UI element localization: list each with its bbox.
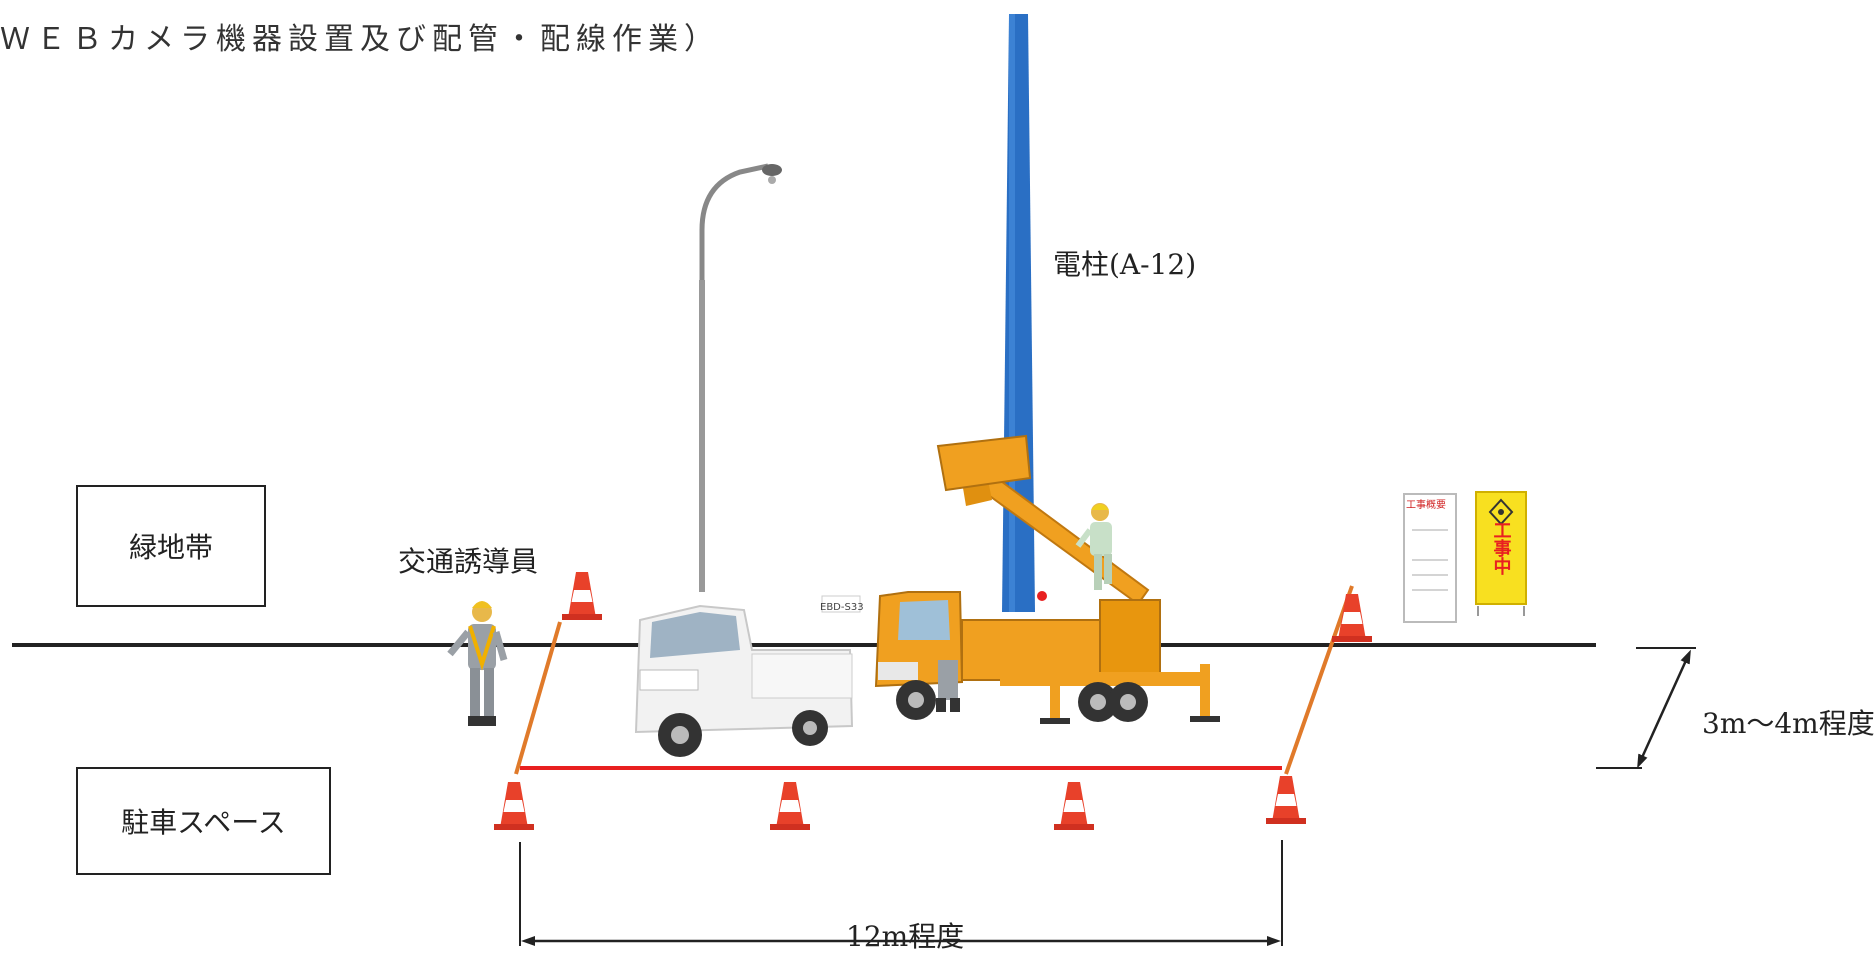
sign-board-title: 工事概要 [1406,498,1446,511]
street-lamp [699,163,782,592]
utility-pole-label: 電柱(A-12) [1053,248,1197,281]
cone-front-3 [1054,782,1094,830]
barrier-right-line [1284,585,1354,775]
traffic-guide-label: 交通誘導員 [398,545,539,578]
worker-on-boom [1075,503,1112,590]
page-title: ＷＥＢカメラ機器設置及び配管・配線作業） [0,22,720,57]
truck-plate-label: EBD-S33 [820,602,864,613]
green-belt-box: 緑地帯 [76,485,266,607]
cone-front-1 [494,782,534,830]
parking-space-box: 駐車スペース [76,767,331,875]
cone-front-4 [1266,776,1306,824]
bucket-truck [874,434,1220,724]
traffic-guide-person [447,601,508,726]
light-truck [634,595,861,757]
width-note-label: 3m～4m程度 [1702,707,1875,740]
worker-near-truck [936,660,960,712]
sign-construction-text: 工事中 [1491,521,1512,576]
under-construction-sign [1475,491,1527,616]
cone-back-left [562,572,602,620]
parking-space-label: 駐車スペース [121,806,286,839]
barrier-left-line [514,621,562,775]
cone-back-right [1332,594,1372,642]
width-dim-arrow [1637,649,1691,769]
cone-front-2 [770,782,810,830]
green-belt-label: 緑地帯 [128,531,213,564]
construction-info-board [1403,493,1457,623]
